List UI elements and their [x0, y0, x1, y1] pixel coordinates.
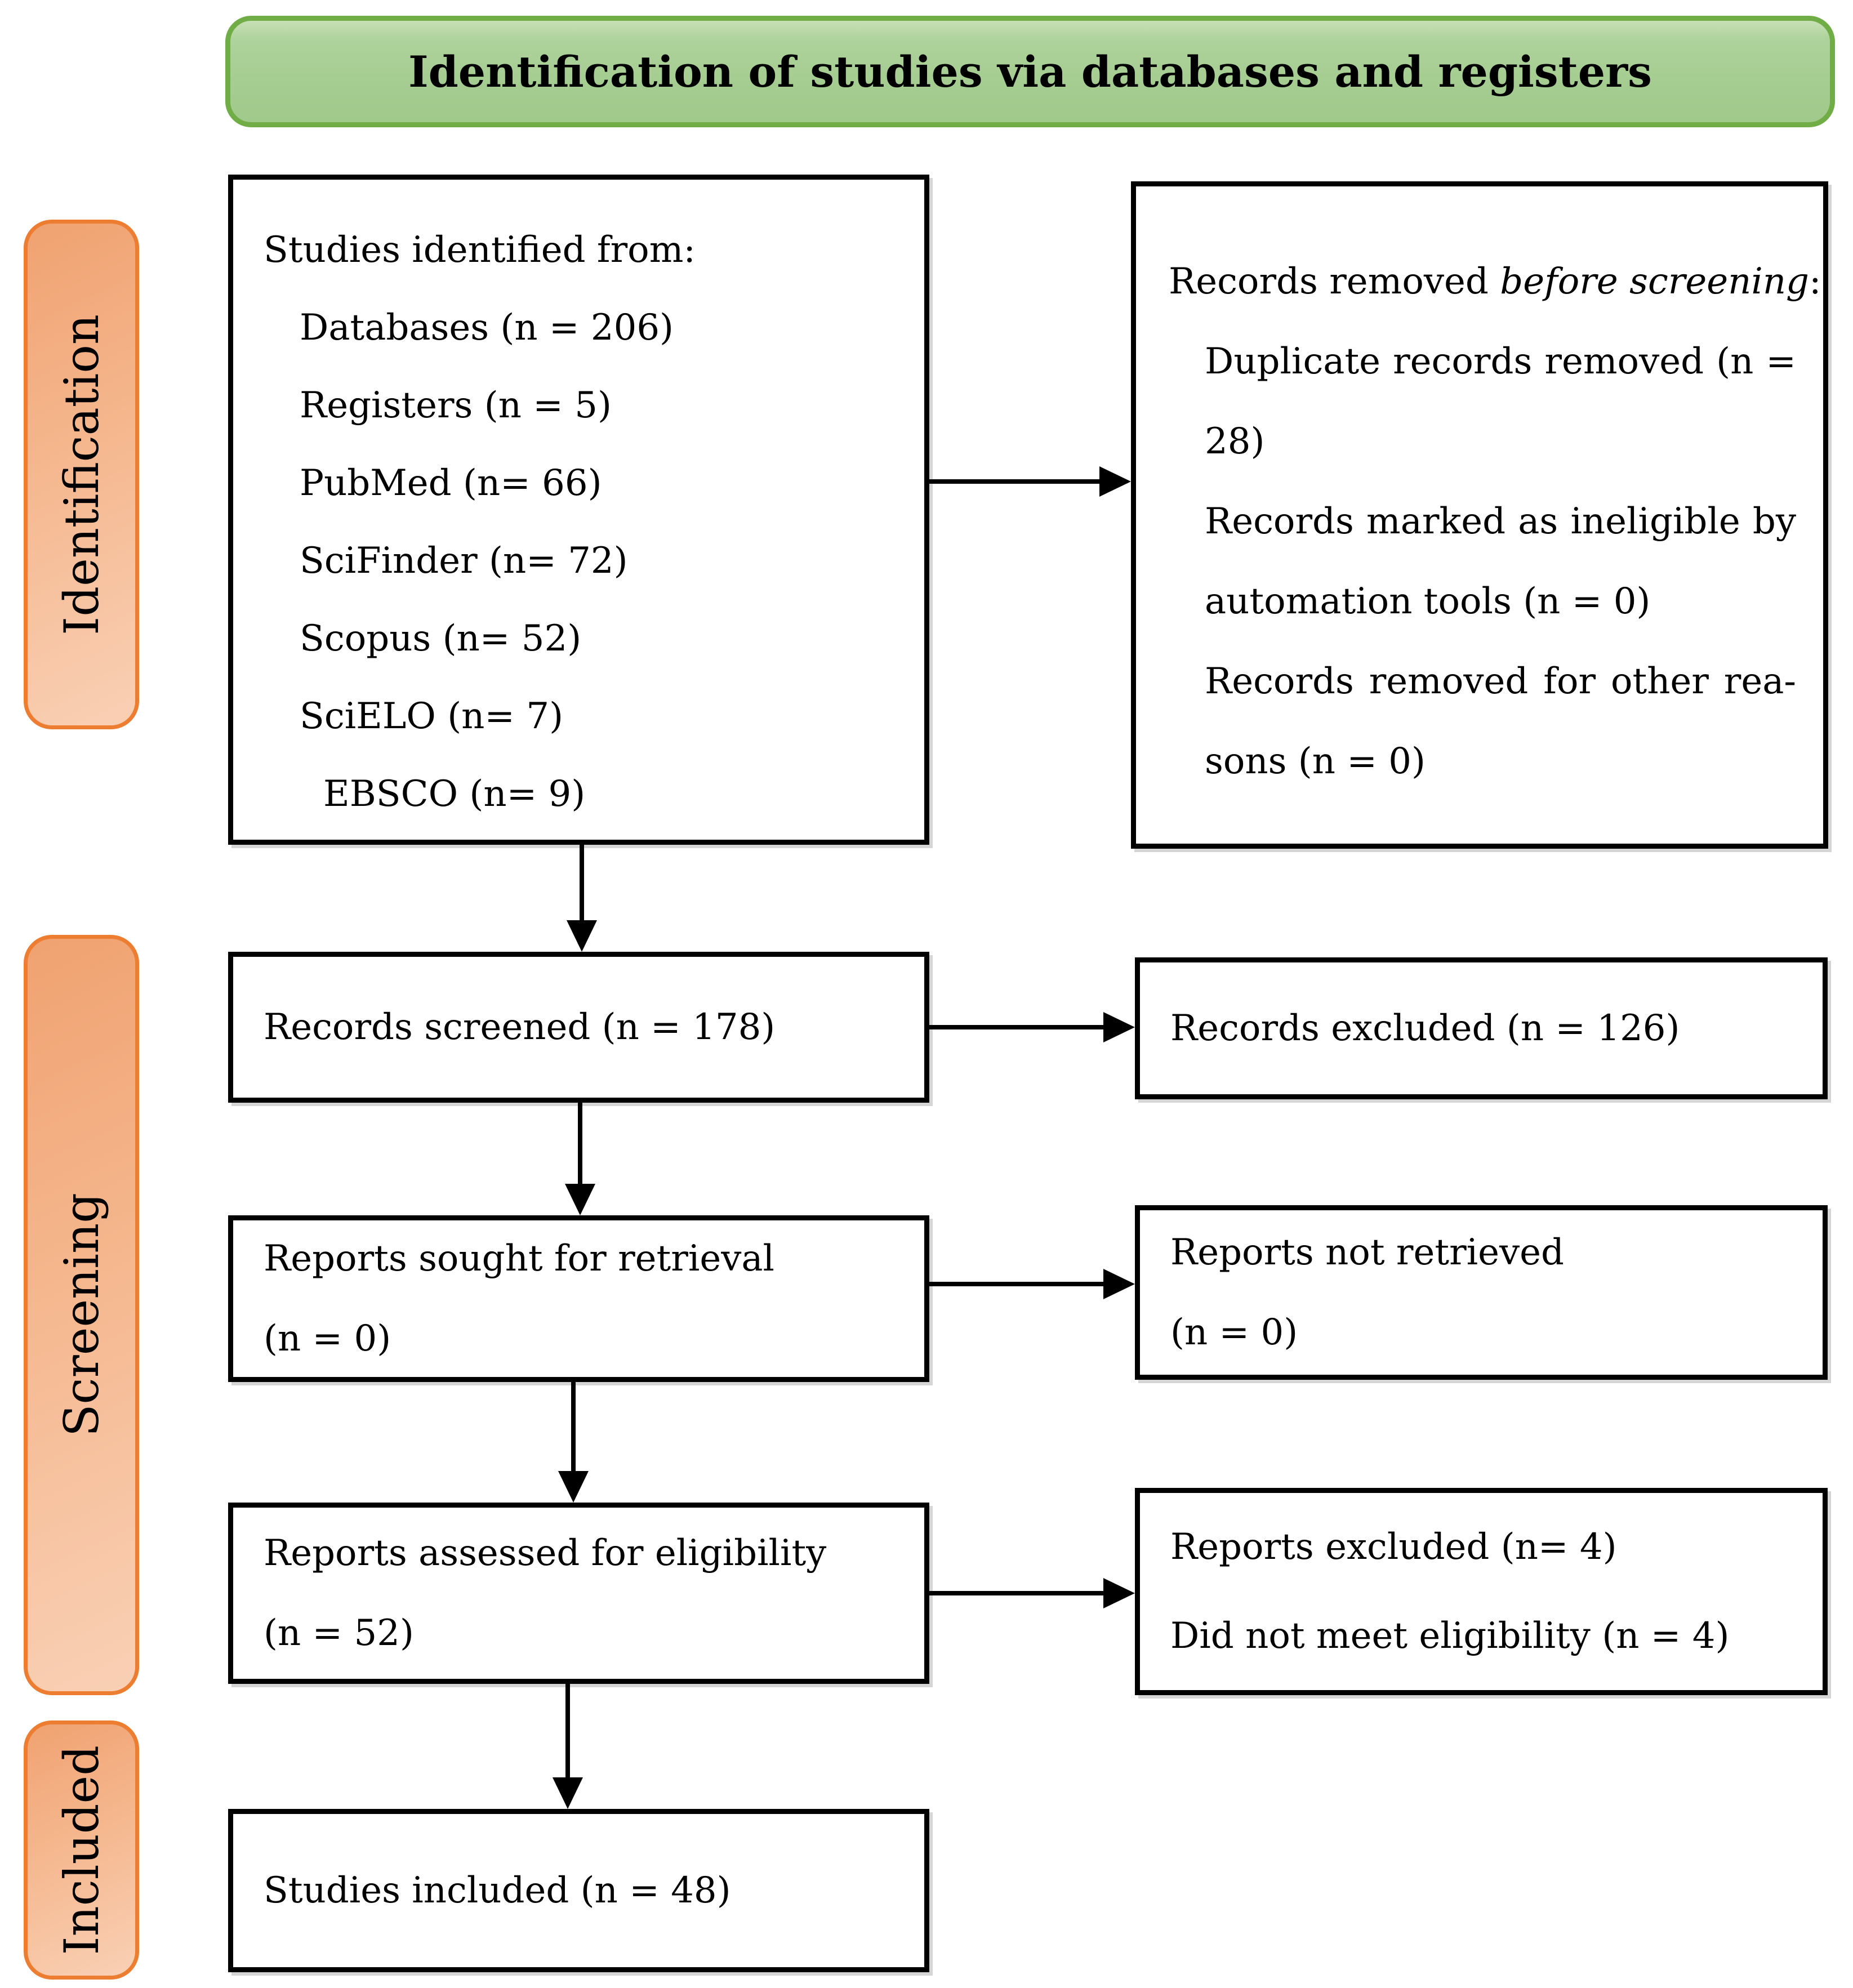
stage-label-screening: Screening	[24, 935, 139, 1695]
text-segment: :	[1809, 261, 1821, 302]
stage-label-included: Included	[24, 1720, 139, 1980]
text-segment: Records removed	[1169, 261, 1500, 302]
box-reports-excluded: Reports excluded (n= 4) Did not meet elig…	[1135, 1488, 1828, 1695]
text-line: 28)	[1205, 421, 1265, 462]
text-line: Records removed for other rea-	[1205, 661, 1796, 702]
text-line: Records screened (n = 178)	[264, 1006, 776, 1048]
text-line: PubMed (n= 66)	[300, 462, 602, 504]
arrow-assessed-to-excluded-head	[1103, 1578, 1135, 1608]
text-line: Records marked as ineligible by	[1205, 501, 1796, 542]
text-line: EBSCO (n= 9)	[323, 773, 586, 815]
arrow-identified-to-removed-head	[1099, 466, 1131, 497]
arrow-screened-to-excluded-head	[1103, 1012, 1135, 1042]
text-line: Reports not retrieved	[1170, 1232, 1564, 1273]
text-line: Registers (n = 5)	[300, 385, 612, 426]
arrow-identified-to-removed-line	[927, 479, 1100, 484]
text-line: Scopus (n= 52)	[300, 618, 582, 659]
text-line: Records excluded (n = 126)	[1170, 1008, 1680, 1049]
box-reports-not-retrieved: Reports not retrieved (n = 0)	[1135, 1205, 1828, 1380]
box-reports-assessed: Reports assessed for eligibility (n = 52)	[228, 1503, 929, 1684]
arrow-assessed-to-excluded-line	[929, 1591, 1104, 1595]
text-line: Records removed before screening:	[1169, 242, 1821, 322]
text-line: Studies included (n = 48)	[264, 1870, 731, 1911]
text-line: Reports assessed for eligibility	[264, 1532, 827, 1574]
stage-label-text: Identification	[54, 314, 109, 635]
text-line: SciELO (n= 7)	[300, 696, 564, 737]
header-title: Identification of studies via databases …	[408, 46, 1652, 97]
text-line: Databases (n = 206)	[300, 307, 674, 349]
text-line: Duplicate records removed (n =	[1205, 341, 1796, 382]
text-line: (n = 52)	[264, 1612, 414, 1654]
text-line: Reports sought for retrieval	[264, 1238, 774, 1280]
box-records-screened: Records screened (n = 178)	[228, 952, 929, 1103]
header-banner: Identification of studies via databases …	[225, 16, 1835, 127]
arrow-screened-to-sought-head	[565, 1184, 595, 1215]
text-line: Did not meet eligibility (n = 4)	[1170, 1615, 1730, 1657]
text-line: automation tools (n = 0)	[1205, 581, 1651, 622]
arrow-identified-to-screened-head	[567, 920, 597, 952]
text-line: (n = 0)	[264, 1318, 391, 1359]
arrow-screened-to-excluded-line	[929, 1025, 1104, 1029]
stage-label-text: Included	[54, 1745, 109, 1955]
arrow-sought-to-not-retrieved-head	[1103, 1269, 1135, 1299]
box-records-excluded: Records excluded (n = 126)	[1135, 957, 1828, 1099]
text-line: (n = 0)	[1170, 1312, 1298, 1353]
box-reports-sought: Reports sought for retrieval (n = 0)	[228, 1215, 929, 1382]
text-italic-segment: before screening	[1500, 261, 1809, 302]
text-line: Reports excluded (n= 4)	[1170, 1526, 1617, 1568]
text-line: Studies identified from:	[264, 229, 696, 271]
arrow-assessed-to-included-head	[553, 1777, 583, 1809]
box-studies-included: Studies included (n = 48)	[228, 1809, 929, 1972]
text-line: sons (n = 0)	[1205, 741, 1426, 782]
arrow-sought-to-assessed-line	[571, 1382, 576, 1474]
arrow-sought-to-not-retrieved-line	[929, 1282, 1104, 1286]
text-line: SciFinder (n= 72)	[300, 540, 628, 582]
box-studies-identified: Studies identified from: Databases (n = 2…	[228, 175, 929, 845]
stage-label-text: Screening	[54, 1193, 109, 1437]
box-records-removed: Records removed before screening: Duplica…	[1131, 181, 1828, 849]
arrow-screened-to-sought-line	[578, 1103, 582, 1187]
arrow-sought-to-assessed-head	[558, 1471, 589, 1503]
stage-label-identification: Identification	[24, 220, 139, 729]
arrow-identified-to-screened-line	[580, 845, 584, 924]
arrow-assessed-to-included-line	[565, 1684, 570, 1781]
